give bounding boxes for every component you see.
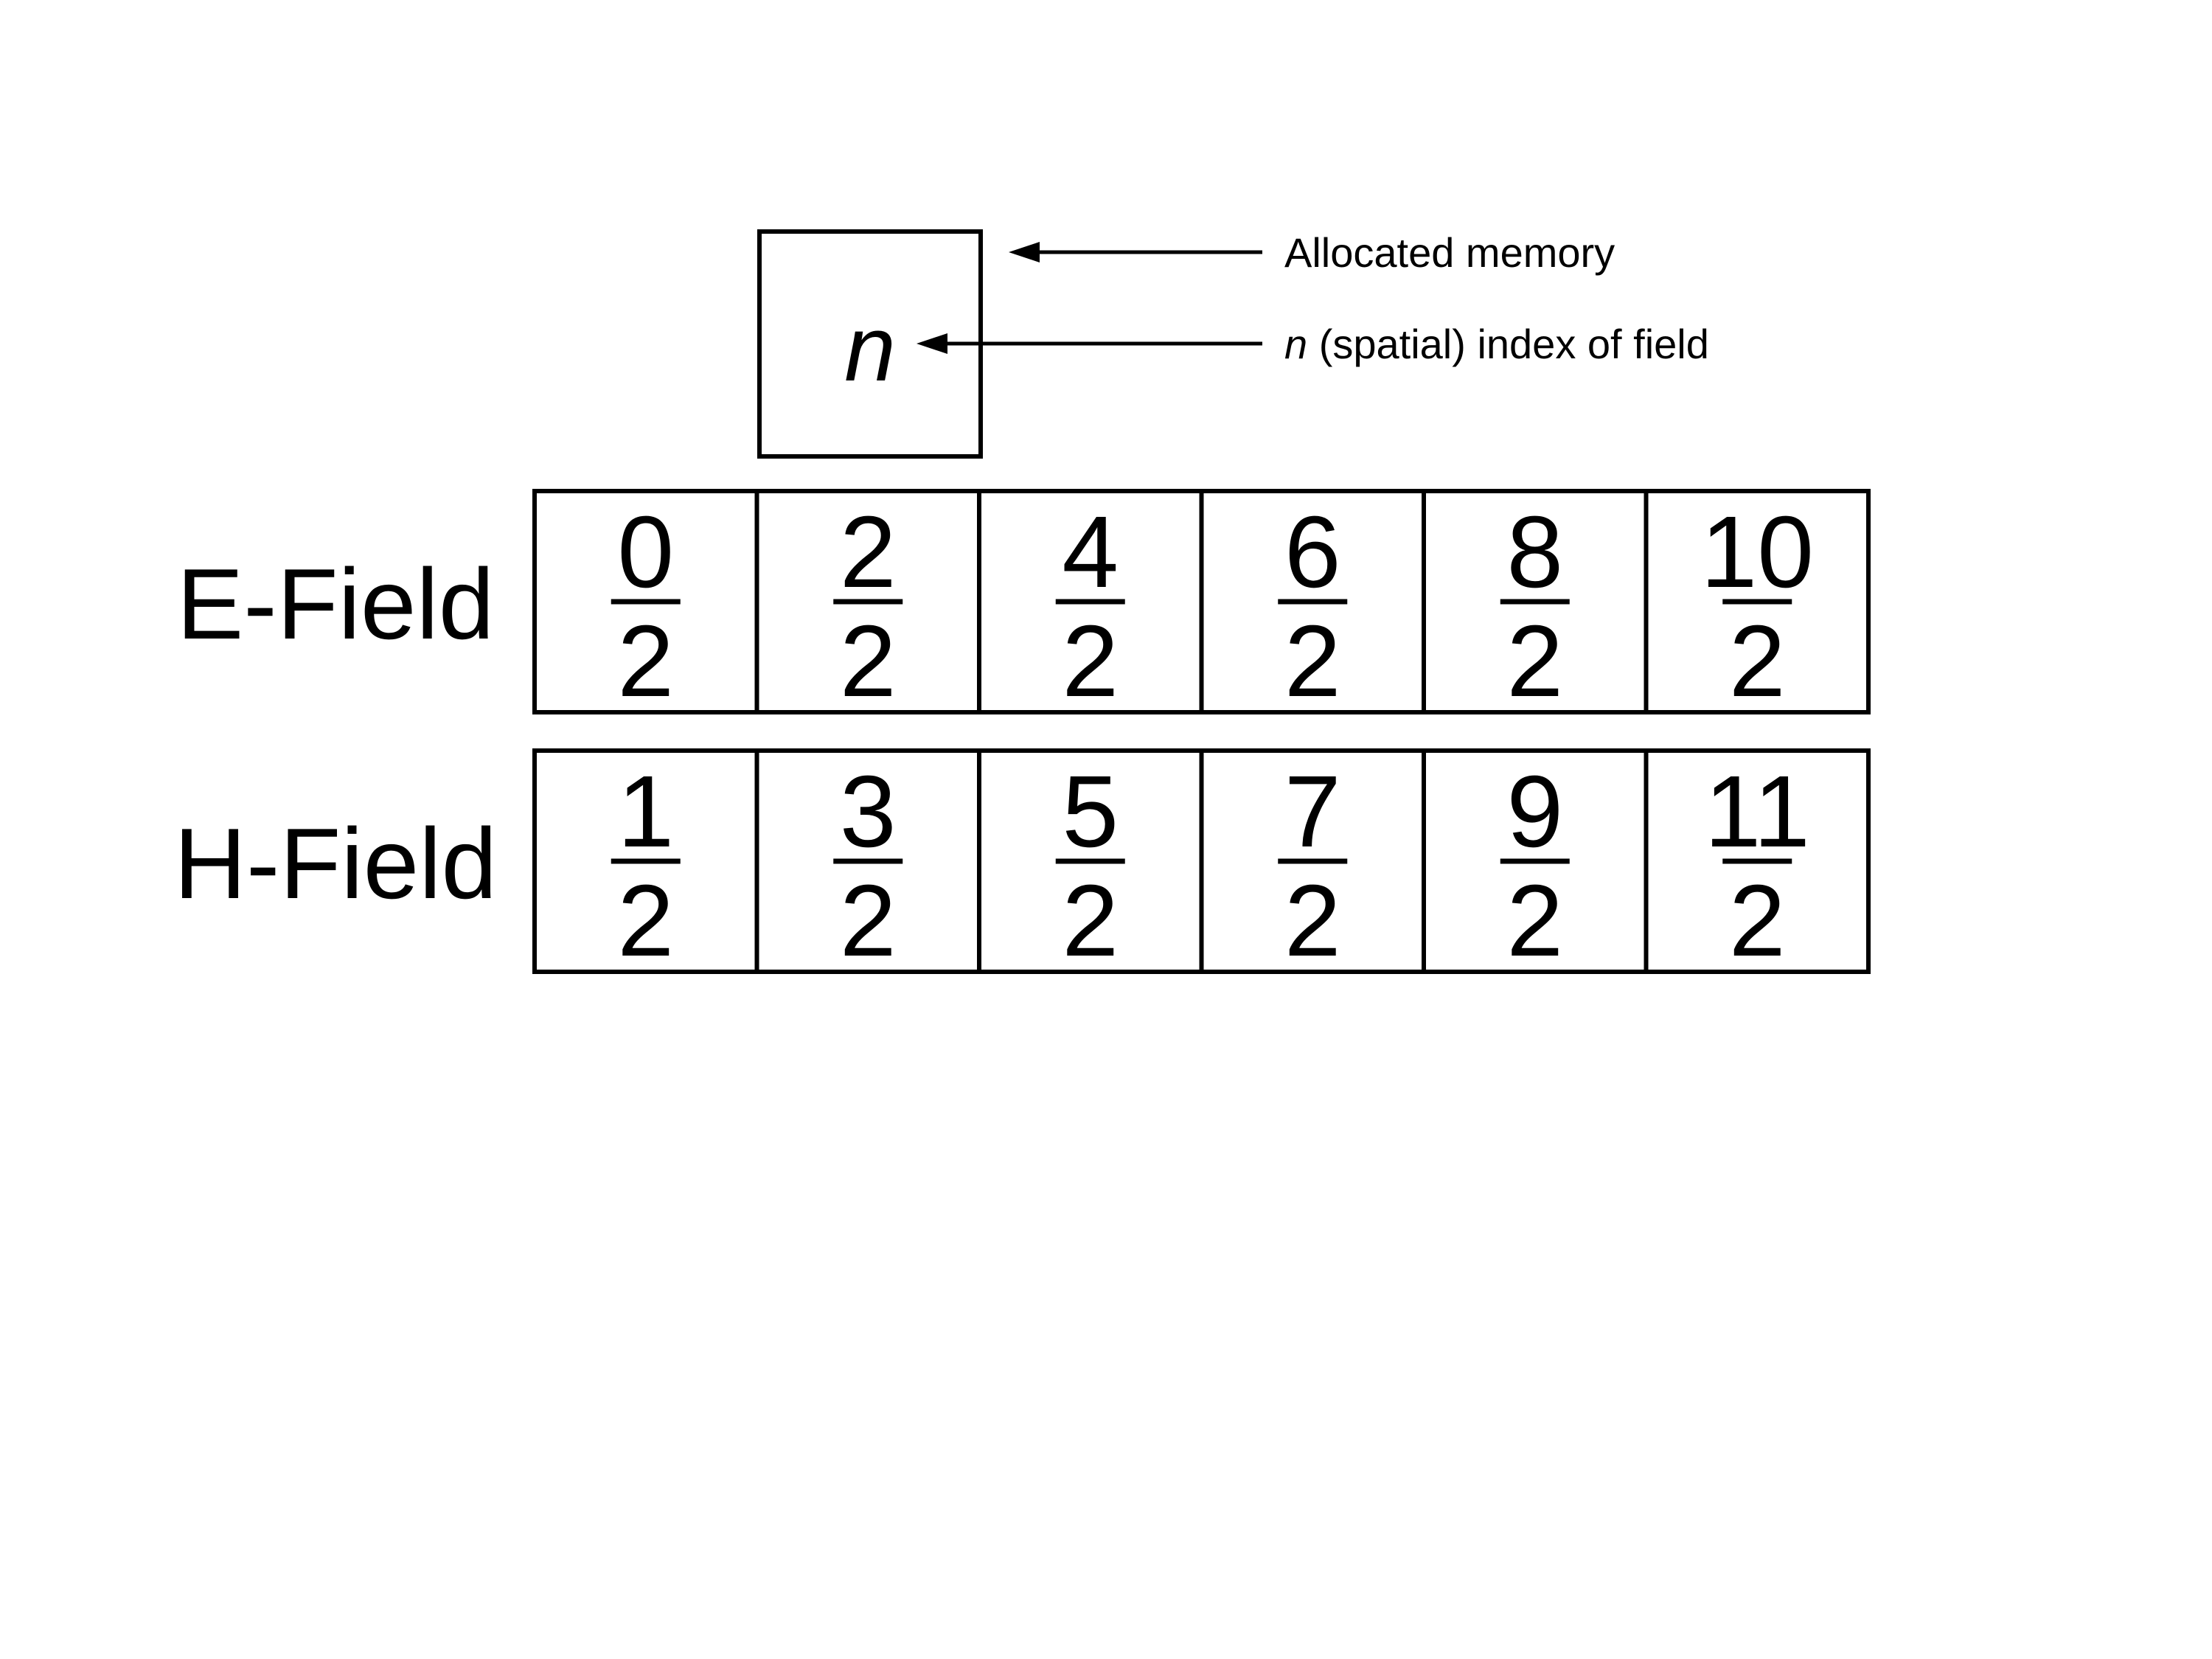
e-field-cell-denominator: 2 xyxy=(1506,605,1563,718)
h-field-cell-numerator: 1 xyxy=(617,755,674,869)
e-field-cell-numerator: 2 xyxy=(840,495,897,609)
e-field-cell-numerator: 0 xyxy=(617,495,674,609)
h-field-cell: 112 xyxy=(1644,748,1871,978)
h-field-cell: 92 xyxy=(1422,748,1649,978)
e-field-cell-denominator: 2 xyxy=(840,605,897,718)
h-field-cell: 72 xyxy=(1199,748,1426,978)
e-field-cell-numerator: 4 xyxy=(1062,495,1119,609)
e-field-cell-numerator: 10 xyxy=(1701,495,1815,609)
index-label-var: n xyxy=(1284,321,1307,367)
h-field-cell: 32 xyxy=(754,748,981,978)
h-field-cell-numerator: 5 xyxy=(1062,755,1119,869)
h-field-cell-denominator: 2 xyxy=(1284,864,1341,978)
legend-cell-symbol: n xyxy=(844,298,896,400)
h-field-label: H-Field xyxy=(174,807,497,919)
h-field-cell-numerator: 9 xyxy=(1506,755,1563,869)
h-field-cell: 52 xyxy=(977,748,1204,978)
h-field-cell-denominator: 2 xyxy=(1062,864,1119,978)
e-field-cell: 62 xyxy=(1199,489,1426,718)
h-field-cell-denominator: 2 xyxy=(1506,864,1563,978)
h-field-cell: 12 xyxy=(532,748,759,978)
e-field-cell-box xyxy=(754,489,981,714)
e-field-cell: 02 xyxy=(532,489,759,718)
legend: n Allocated memory n (spatial) index of … xyxy=(757,229,1709,459)
allocated-memory-label: Allocated memory xyxy=(1284,229,1615,276)
h-field-cell-box xyxy=(1644,748,1871,974)
h-field-cell-numerator: 3 xyxy=(840,755,897,869)
h-field-cell-denominator: 2 xyxy=(1729,864,1786,978)
h-field-cell-denominator: 2 xyxy=(617,864,674,978)
index-label: n (spatial) index of field xyxy=(1284,321,1709,367)
e-field-cell: 22 xyxy=(754,489,981,718)
e-field-cell: 82 xyxy=(1422,489,1649,718)
e-field-cell: 42 xyxy=(977,489,1204,718)
e-field-cell-denominator: 2 xyxy=(1062,605,1119,718)
h-field-cell-denominator: 2 xyxy=(840,864,897,978)
allocated-memory-arrowhead xyxy=(1009,242,1040,262)
h-field-cell-numerator: 7 xyxy=(1284,755,1341,869)
e-field-label: E-Field xyxy=(177,548,495,660)
e-field-cell-denominator: 2 xyxy=(617,605,674,718)
e-field-cell-denominator: 2 xyxy=(1729,605,1786,718)
e-field-cell-numerator: 6 xyxy=(1284,495,1341,609)
e-field-cell-numerator: 8 xyxy=(1506,495,1563,609)
e-field-cell: 102 xyxy=(1644,489,1871,718)
index-arrowhead xyxy=(917,333,947,354)
e-field-cell-denominator: 2 xyxy=(1284,605,1341,718)
index-label-rest: (spatial) index of field xyxy=(1307,321,1709,367)
h-field-cell-numerator: 11 xyxy=(1705,755,1810,869)
